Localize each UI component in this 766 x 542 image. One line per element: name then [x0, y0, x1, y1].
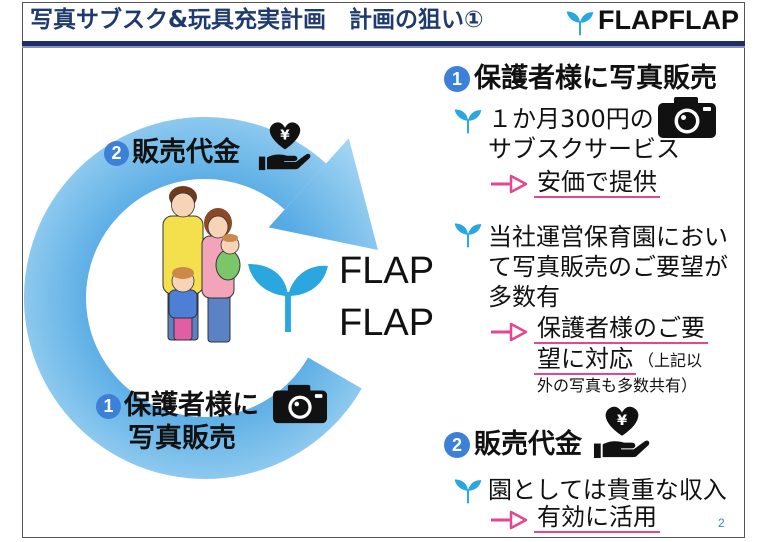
- bullet-sprout-icon: [454, 109, 482, 134]
- pink-arrow-icon: [489, 322, 528, 342]
- sprout-icon: [454, 479, 482, 504]
- sprout-icon: [248, 264, 328, 332]
- header-divider: [22, 46, 745, 48]
- child-shirt: [168, 289, 198, 319]
- step-number-badge: 1: [96, 393, 121, 419]
- camera-icon: [658, 97, 716, 138]
- pink-arrow-icon: [489, 322, 528, 342]
- bullet-3-line-1: 園としては貴重な収入: [488, 476, 727, 504]
- center-brand-line-2: FLAP: [339, 302, 435, 344]
- center-sprout-icon: [248, 264, 328, 332]
- bullet-2-result-line-1: 保護者様のご要: [534, 314, 708, 344]
- section-1-heading-text: 保護者様に写真販売: [474, 63, 717, 94]
- bullet-3-text: 園としては貴重な収入: [488, 475, 727, 505]
- child-figure: [168, 267, 198, 341]
- yen-heart-hand-icon: ¥: [593, 406, 650, 459]
- heart-shape: [269, 122, 301, 150]
- slide-frame: [22, 2, 745, 538]
- bullet-2-line-2: て写真販売のご要望が: [488, 253, 728, 281]
- camera-icon: [658, 97, 716, 138]
- yen-heart-hand-icon: ¥: [258, 122, 311, 171]
- heart-shape: [605, 406, 639, 436]
- cycle-arrow-head: [268, 138, 378, 250]
- baby-clothes: [215, 249, 241, 281]
- center-brand-line-1: FLAP: [339, 250, 435, 292]
- cycle-step-1-text-line-1: 保護者様に: [124, 390, 259, 421]
- sprout-icon: [454, 109, 482, 134]
- bullet-2-note-line-2: 外の写真も多数共有）: [537, 376, 698, 395]
- hand-cuff: [258, 156, 266, 171]
- cycle-step-2-label: 2 販売代金: [104, 137, 240, 169]
- yen-symbol: ¥: [617, 413, 627, 429]
- father-face: [171, 192, 195, 218]
- camera-icon: [272, 384, 328, 424]
- header-bar: [22, 41, 745, 46]
- cycle-step-2-text: 販売代金: [132, 137, 240, 168]
- section-2-heading: 2 販売代金: [444, 428, 582, 462]
- section-number-badge: 2: [444, 432, 470, 458]
- bullet-1-result: 安価で提供: [534, 168, 660, 198]
- cycle-arrow-ring: [24, 116, 362, 479]
- bullet-1-line-1: １か月300円の: [488, 105, 654, 133]
- bullet-1-line-2: サブスクサービス: [488, 135, 680, 163]
- bullet-sprout-icon: [454, 479, 482, 504]
- cycle-step-1-text-line-2: 写真販売: [128, 423, 236, 454]
- page-number: 2: [718, 516, 725, 530]
- hand-cuff: [593, 443, 601, 459]
- open-hand: [267, 153, 311, 170]
- yen-symbol: ¥: [280, 128, 290, 144]
- section-1-heading: 1 保護者様に写真販売: [444, 62, 717, 96]
- slide-title: 写真サブスク&玩具充実計画 計画の狙い①: [30, 7, 484, 33]
- camera-icon: [272, 384, 328, 424]
- sprout-icon: [454, 223, 482, 248]
- bullet-2-result-line-2: 望に対応: [534, 345, 636, 375]
- bullet-3-result: 有効に活用: [534, 503, 660, 533]
- bullet-1-text: １か月300円の サブスクサービス: [488, 104, 680, 164]
- mother-face: [207, 215, 229, 239]
- bullet-2-line-3: 多数有: [488, 283, 560, 311]
- bullet-2-text: 当社運営保育園におい て写真販売のご要望が 多数有: [488, 222, 728, 312]
- baby-figure: [215, 234, 241, 281]
- section-number-badge: 1: [444, 66, 470, 92]
- pink-arrow-icon: [489, 510, 528, 530]
- open-hand: [602, 440, 650, 458]
- bullet-sprout-icon: [454, 223, 482, 248]
- family-illustration: [162, 186, 241, 343]
- bullet-2-line-1: 当社運営保育園におい: [488, 223, 728, 251]
- mother-jeans: [207, 291, 231, 343]
- baby-hair: [222, 234, 238, 242]
- pink-arrow-icon: [489, 510, 528, 530]
- brand-logo-text: FLAPFLAP: [598, 5, 739, 35]
- pink-arrow-icon: [489, 174, 528, 194]
- section-2-heading-text: 販売代金: [474, 429, 582, 460]
- cycle-step-1-label: 1 保護者様に: [96, 390, 259, 422]
- step-number-badge: 2: [104, 140, 129, 166]
- bullet-2-result-row: 望に対応 （上記以: [534, 345, 702, 375]
- bullet-2-note-line-1: （上記以: [638, 351, 703, 370]
- pink-arrow-icon: [489, 174, 528, 194]
- child-hair: [172, 267, 194, 279]
